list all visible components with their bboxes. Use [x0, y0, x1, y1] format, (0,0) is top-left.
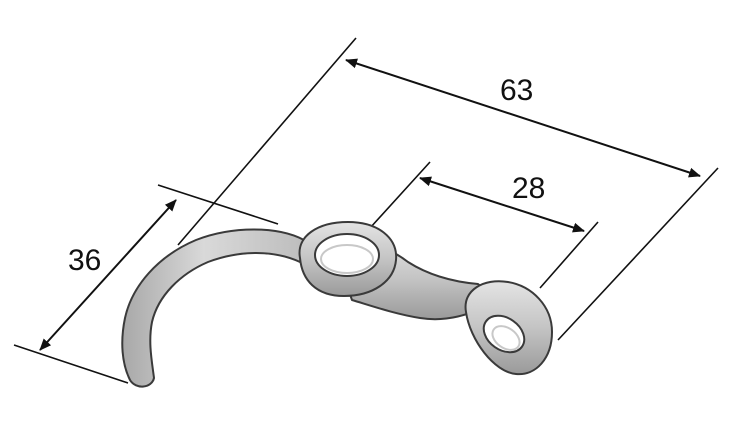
extension-line-28-right — [539, 221, 599, 289]
dimension-line-28 — [419, 176, 585, 233]
extension-line-36-top — [157, 184, 279, 225]
dimension-label-28: 28 — [512, 172, 545, 205]
extension-line-63-left — [177, 37, 357, 246]
large-eye-hole — [314, 233, 380, 277]
dimension-label-63: 63 — [500, 74, 533, 107]
large-eye-hole-shadow — [320, 244, 374, 274]
small-eye-hole — [482, 314, 526, 354]
dimension-line-63 — [345, 58, 701, 178]
dimension-lines — [39, 58, 701, 351]
extension-line-63-right — [557, 167, 719, 341]
hook-part — [121, 221, 553, 388]
extension-lines — [13, 37, 719, 384]
dimension-label-36: 36 — [68, 244, 101, 277]
extension-line-36-bottom — [13, 344, 129, 384]
small-eye-hole-inner — [491, 325, 521, 351]
extension-line-28-left — [369, 161, 431, 229]
dimension-line-36 — [39, 199, 177, 351]
hook-curve — [121, 228, 305, 388]
